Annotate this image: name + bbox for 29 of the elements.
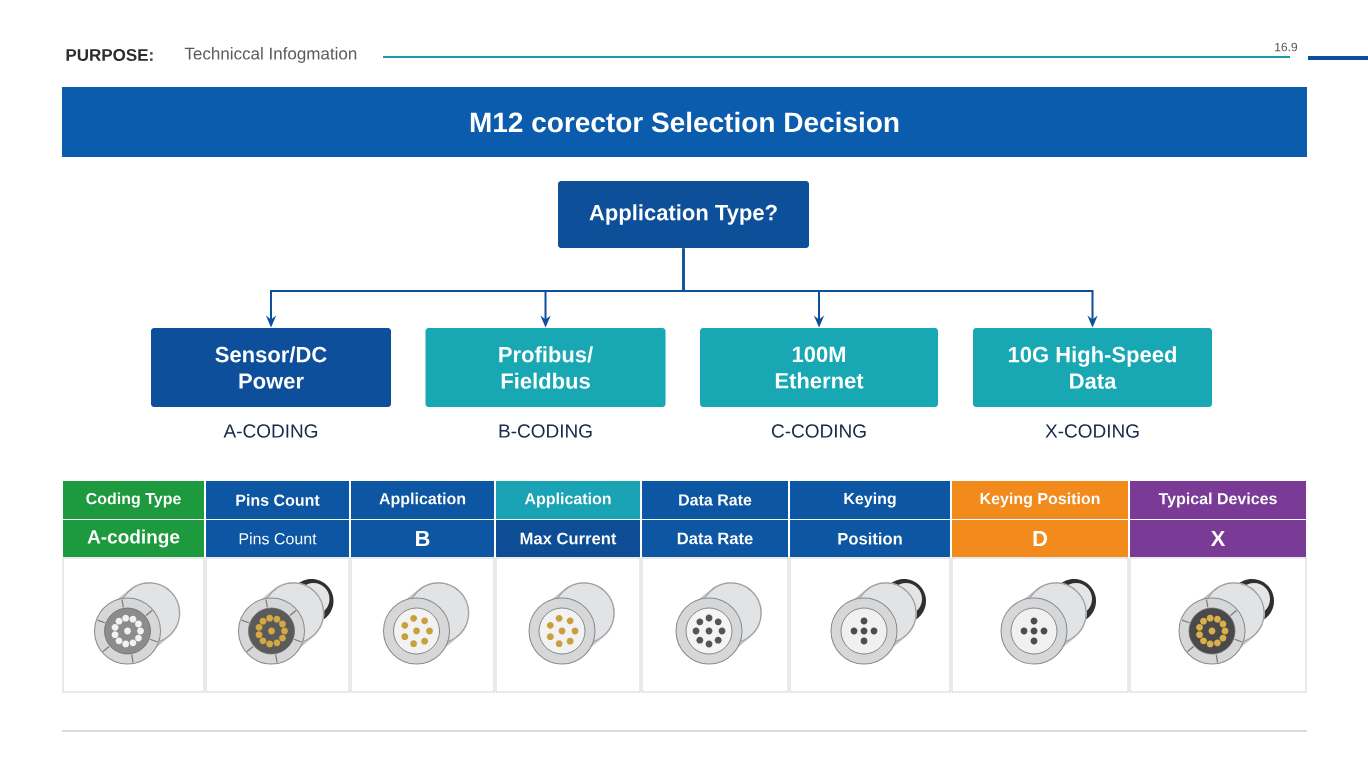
header-cell: Keying Position <box>952 481 1128 519</box>
title-banner: M12 corector Selection Decision <box>62 87 1307 157</box>
table-cell: Pins Count <box>206 520 349 557</box>
header-subtitle: Techniccal Infogmation <box>184 47 357 63</box>
coding-label: C-CODING <box>771 424 866 438</box>
category-box: 100M Ethernet <box>700 328 938 407</box>
table-cell: A-codinge <box>63 520 204 557</box>
table-cell: D <box>952 520 1128 557</box>
table-cell: B <box>351 520 494 557</box>
header-cell: Typical Devices <box>1130 481 1306 519</box>
table-cell: Max Current <box>496 520 640 557</box>
header-cell: Application <box>351 481 494 519</box>
header-cell: Data Rate <box>642 481 788 519</box>
page-number: 16.9 <box>1275 42 1298 52</box>
header-label: PURPOSE: <box>66 49 153 61</box>
header-cell: Pins Count <box>206 481 349 519</box>
question-box: Application Type? <box>558 181 809 248</box>
category-box: Profibus/ Fieldbus <box>425 328 666 407</box>
header-cell: Keying <box>790 481 950 519</box>
header-cell: Coding Type <box>63 481 204 519</box>
coding-label: A-CODING <box>223 424 318 438</box>
header-cell: Application <box>496 481 640 519</box>
table-cell: X <box>1130 520 1306 557</box>
table-cell: Position <box>790 520 950 557</box>
table-cell: Data Rate <box>642 520 788 557</box>
coding-label: X-CODING <box>1045 424 1139 438</box>
category-box: 10G High-Speed Data <box>973 328 1212 407</box>
category-box: Sensor/DC Power <box>151 328 391 407</box>
coding-label: B-CODING <box>499 424 592 438</box>
